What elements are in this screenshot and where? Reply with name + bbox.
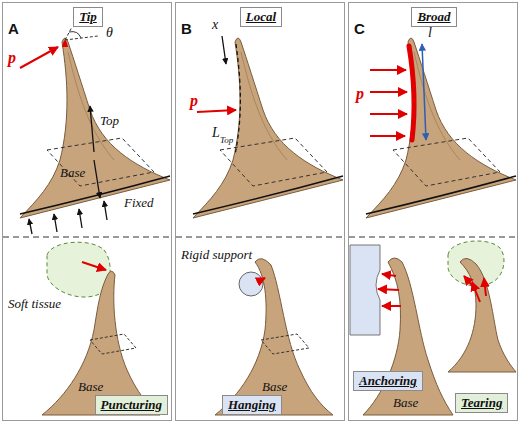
box-text: Local	[246, 9, 276, 25]
force-label: p	[356, 86, 364, 102]
puncturing-sketch	[42, 242, 160, 415]
length-subscript: Top	[220, 136, 233, 145]
loading-mode-box: Hanging	[222, 395, 282, 415]
separator-line	[3, 237, 517, 238]
figure-panel: A TipPuncturing	[2, 2, 172, 421]
region-label: Top	[100, 114, 119, 127]
region-label: Base	[262, 380, 287, 393]
anchoring-tearing-sketch	[350, 241, 516, 415]
panel-title: Tip	[73, 7, 103, 27]
force-label: p	[190, 93, 198, 109]
box-text: Puncturing	[101, 397, 162, 413]
part-label: Rigid support	[181, 248, 252, 261]
part-label: Soft tissue	[8, 297, 61, 310]
figure-panel: B LocalHanging	[175, 2, 345, 421]
angle-label: θ	[106, 26, 113, 40]
box-text: Tip	[79, 9, 97, 25]
length-label: L	[212, 126, 220, 140]
panel-title: Local	[240, 7, 282, 27]
box-text: Broad	[417, 9, 450, 25]
hanging-sketch	[215, 259, 333, 415]
region-label: Base	[78, 380, 103, 393]
panel-letter: A	[8, 20, 19, 37]
length-label: l	[428, 26, 432, 40]
loading-mode-box: Puncturing	[95, 395, 168, 415]
horn-local-load	[193, 36, 343, 218]
figure-panel: C BroadAnchoringTearing	[348, 2, 518, 421]
box-text: Tearing	[461, 395, 502, 411]
loading-mode-box: Anchoring	[353, 371, 423, 391]
panel-title: Broad	[411, 7, 456, 27]
force-label: p	[8, 50, 16, 66]
box-text: Anchoring	[359, 373, 417, 389]
horn-tip-load	[20, 27, 170, 234]
boundary-label: Fixed	[124, 196, 154, 209]
box-text: Hanging	[228, 397, 276, 413]
coordinate-label: x	[212, 18, 218, 32]
panel-letter: B	[181, 20, 192, 37]
panel-letter: C	[354, 20, 365, 37]
horn-broad-load	[366, 38, 516, 218]
region-label: Base	[60, 166, 85, 179]
region-label: Base	[393, 396, 418, 409]
loading-mode-box: Tearing	[455, 393, 508, 413]
